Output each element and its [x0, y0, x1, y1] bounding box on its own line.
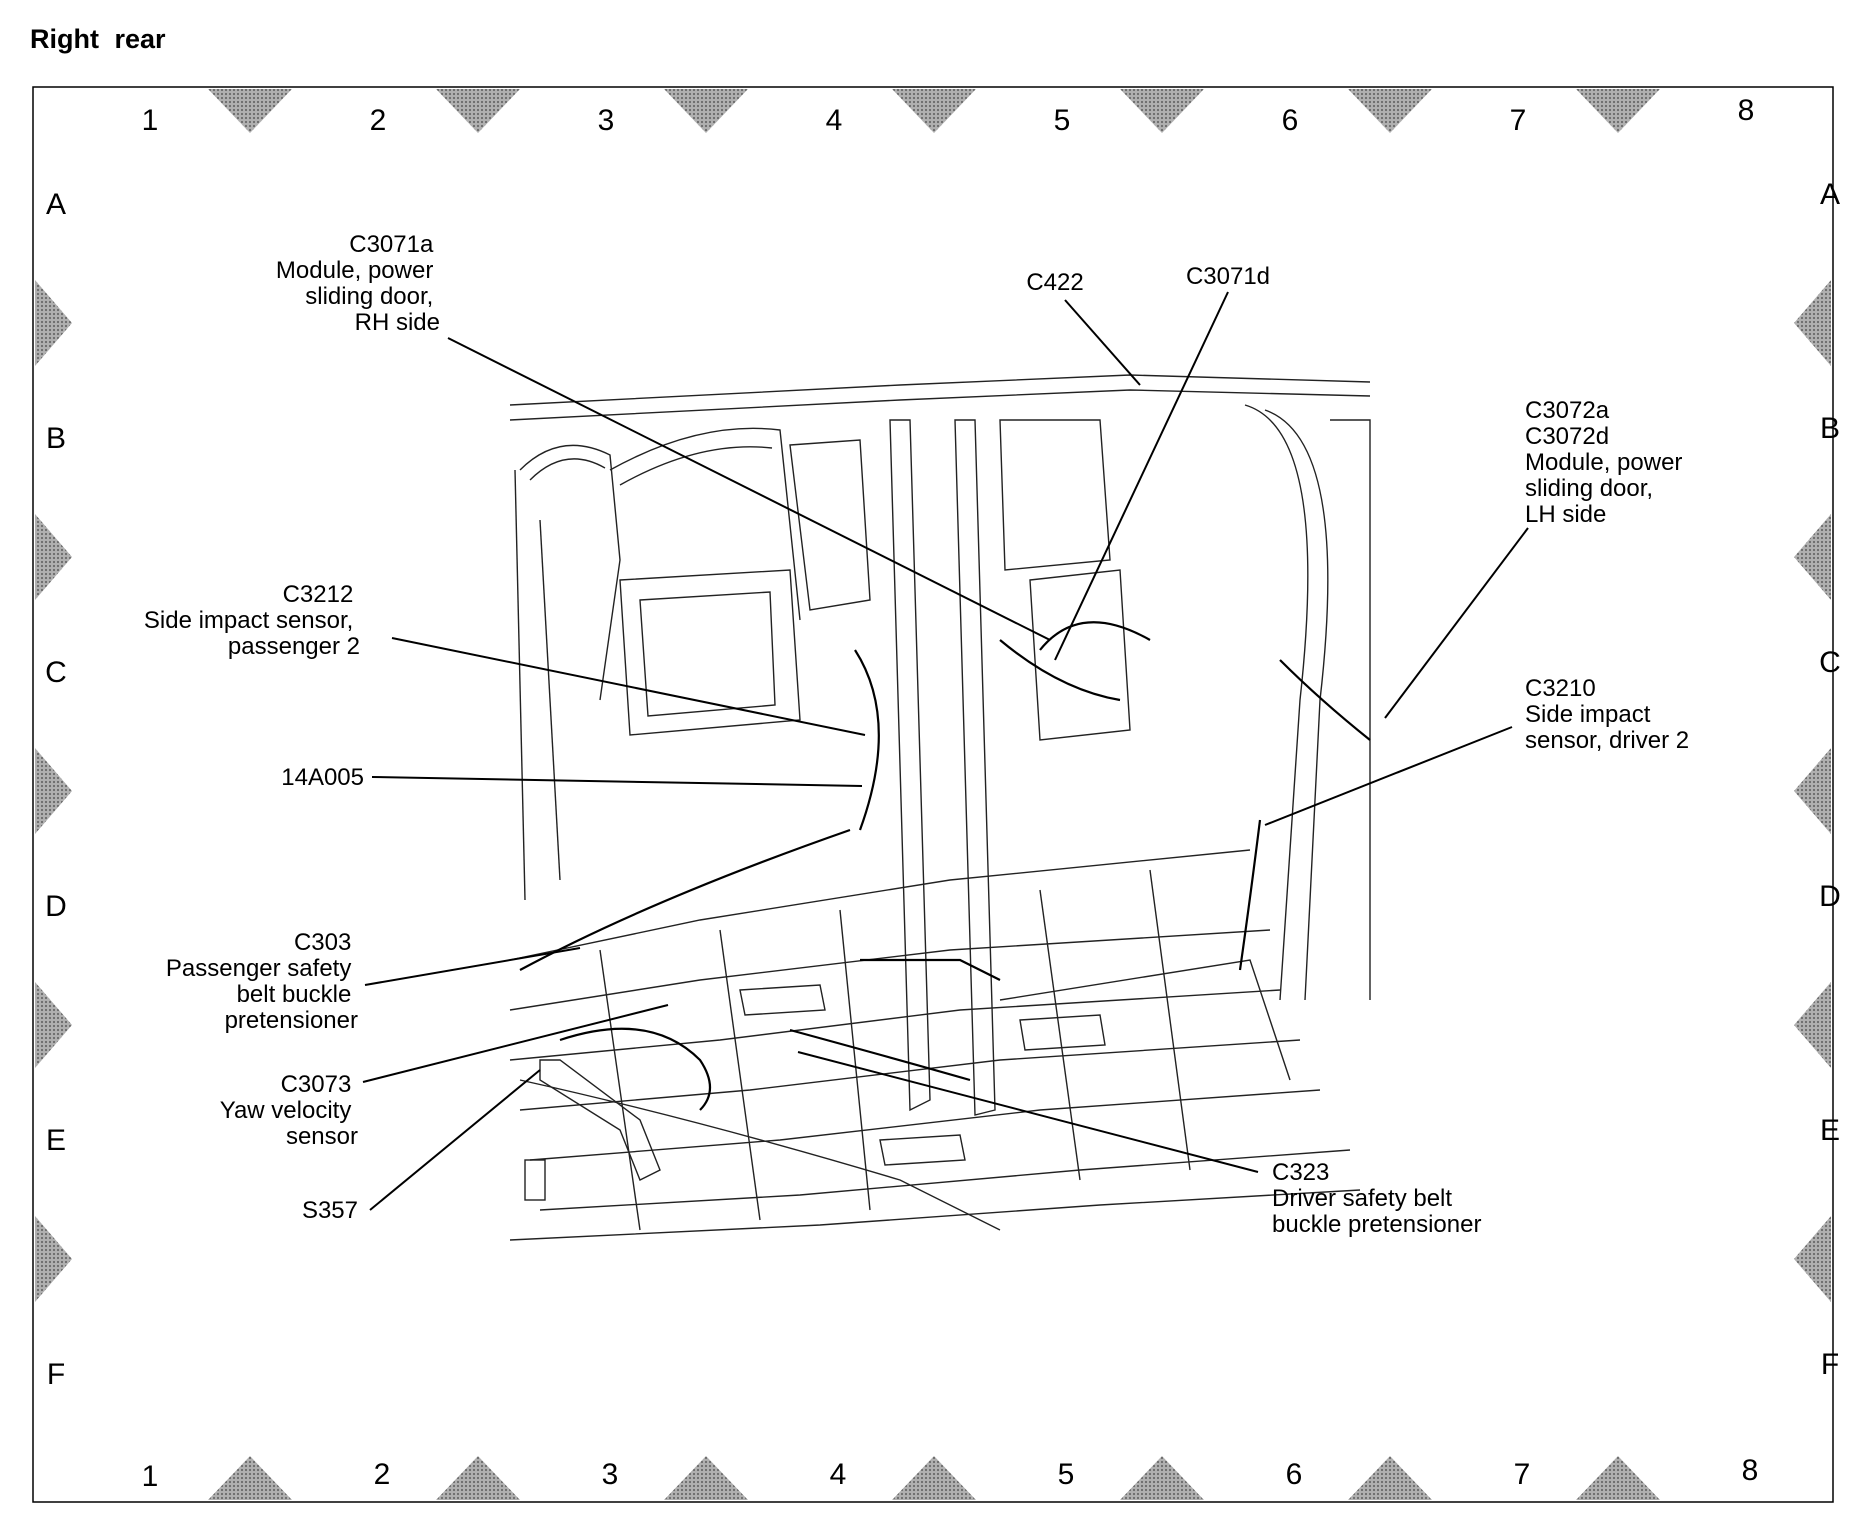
right-row-labels: A B C D E F	[1819, 178, 1841, 1381]
label-c3071a: C3071a Module, power sliding door, RH si…	[276, 231, 440, 336]
column-label: 1	[142, 1460, 159, 1493]
page-title: Right rear	[30, 24, 166, 54]
wiring-harness	[519, 621, 1371, 1111]
column-label: 7	[1510, 104, 1527, 137]
leader-s357	[369, 1069, 541, 1211]
bottom-column-labels: 1 2 3 4 5 6 7 8	[142, 1454, 1759, 1493]
leader-c303	[364, 947, 581, 986]
label-14a005: 14A005	[281, 764, 364, 791]
row-label: B	[1820, 412, 1840, 445]
leader-c3071a	[447, 337, 1051, 641]
label-c323: C323 Driver safety belt buckle pretensio…	[1272, 1159, 1481, 1238]
leader-c3072	[1384, 527, 1529, 719]
label-c422: C422	[1026, 269, 1083, 296]
column-label: 7	[1514, 1458, 1531, 1491]
leader-c3073	[362, 1004, 669, 1083]
leader-c3210	[1264, 726, 1513, 826]
row-label: F	[47, 1358, 65, 1391]
leader-c323	[797, 1051, 1259, 1173]
right-grid-markers	[1794, 280, 1831, 1302]
label-c3073: C3073 Yaw velocity sensor	[220, 1071, 358, 1150]
grid-frame	[32, 86, 1834, 1503]
column-label: 4	[830, 1458, 847, 1491]
row-label: A	[46, 188, 66, 221]
leader-c14a005	[371, 776, 863, 787]
top-grid-markers	[208, 89, 1660, 133]
leader-c422	[1064, 299, 1141, 386]
callout-leaders	[362, 291, 1529, 1211]
column-label: 4	[826, 104, 843, 137]
top-column-labels: 1 2 3 4 5 6 7 8	[142, 94, 1755, 137]
leader-c3212	[391, 637, 866, 736]
column-label: 2	[370, 104, 387, 137]
bottom-grid-markers	[208, 1456, 1660, 1500]
row-label: D	[45, 890, 67, 923]
row-label: D	[1819, 880, 1841, 913]
column-label: 5	[1054, 104, 1071, 137]
column-label: 3	[602, 1458, 619, 1491]
label-c3212: C3212 Side impact sensor, passenger 2	[144, 581, 360, 660]
row-label: C	[45, 656, 67, 689]
column-label: 6	[1286, 1458, 1303, 1491]
leader-c3071d	[1054, 291, 1229, 661]
label-c3210: C3210 Side impact sensor, driver 2	[1525, 675, 1689, 754]
vehicle-interior-drawing	[509, 374, 1371, 1241]
row-label: B	[46, 422, 66, 455]
callout-labels: C3071a Module, power sliding door, RH si…	[144, 231, 1689, 1238]
column-label: 8	[1738, 94, 1755, 127]
label-c3071d: C3071d	[1186, 263, 1270, 290]
label-c3072: C3072a C3072d Module, power sliding door…	[1525, 397, 1689, 528]
column-label: 1	[142, 104, 159, 137]
column-label: 6	[1282, 104, 1299, 137]
column-label: 2	[374, 1458, 391, 1491]
label-c303: C303 Passenger safety belt buckle preten…	[166, 929, 358, 1034]
column-label: 8	[1742, 1454, 1759, 1487]
row-label: A	[1820, 178, 1840, 211]
label-s357: S357	[302, 1197, 358, 1224]
column-label: 5	[1058, 1458, 1075, 1491]
row-label: C	[1819, 646, 1841, 679]
left-grid-markers	[35, 280, 72, 1302]
column-label: 3	[598, 104, 615, 137]
left-row-labels: A B C D E F	[45, 188, 67, 1391]
row-label: E	[1820, 1114, 1840, 1147]
row-label: E	[46, 1124, 66, 1157]
row-label: F	[1821, 1348, 1839, 1381]
